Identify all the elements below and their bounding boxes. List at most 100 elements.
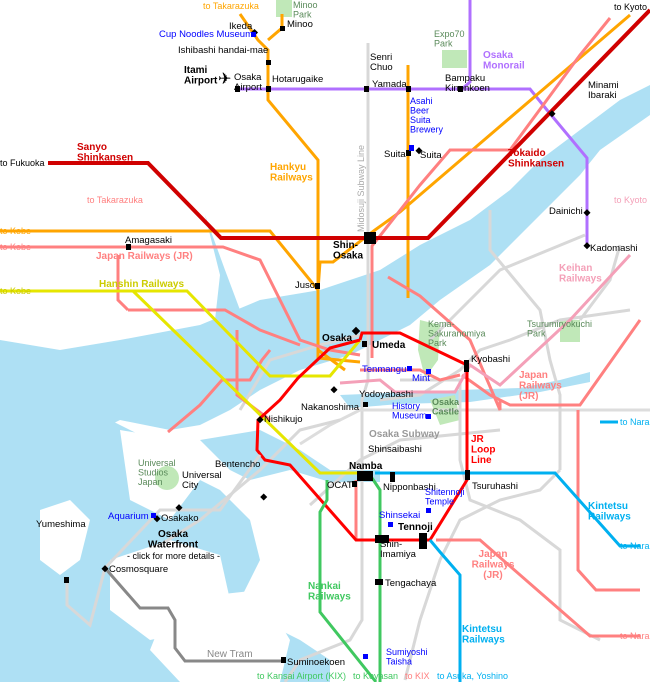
station-label[interactable]: Nishikujo <box>264 414 303 425</box>
dest-label[interactable]: to Kobe <box>0 242 31 252</box>
station-label[interactable]: OCAT <box>327 480 353 491</box>
shinkansen-line[interactable] <box>48 8 650 240</box>
dest-label[interactable]: to Kyoto <box>614 195 647 205</box>
station-label[interactable]: Yumeshima <box>36 519 86 530</box>
attraction-label[interactable]: Shinsekai <box>379 510 420 521</box>
attraction-markers <box>151 32 431 659</box>
dest-label[interactable]: to Nara <box>620 541 650 551</box>
station-label[interactable]: Suminoekoen <box>287 657 345 668</box>
airport-icon: ✈ <box>218 71 231 88</box>
keihan-line[interactable] <box>339 253 632 394</box>
station-label[interactable]: Suita <box>384 149 406 160</box>
monorail-branch[interactable] <box>461 0 472 91</box>
station-label[interactable]: Suita <box>420 150 442 161</box>
station-label[interactable]: Kadomashi <box>590 243 638 254</box>
hanshin-label: Hanshin Railways <box>99 279 184 290</box>
dest-label[interactable]: to Kobe <box>0 286 31 296</box>
dest-label[interactable]: to Asuka, Yoshino <box>437 671 508 681</box>
dest-label[interactable]: to Takarazuka <box>203 1 259 11</box>
station-label[interactable]: Minoo <box>287 19 313 30</box>
dest-label[interactable]: to Kobe <box>0 226 31 236</box>
station-label[interactable]: Tengachaya <box>385 578 437 589</box>
station-label[interactable]: Kyobashi <box>471 354 510 365</box>
station-label[interactable]: Osaka <box>322 333 352 344</box>
namba-marker[interactable] <box>357 471 373 481</box>
station-label[interactable]: Ikeda <box>229 21 253 32</box>
station-label[interactable]: Shin-Imamiya <box>380 539 417 560</box>
station-label[interactable]: Dainichi <box>549 206 583 217</box>
dest-label[interactable]: to Koyasan <box>353 671 398 681</box>
nankai-lines[interactable] <box>318 477 382 682</box>
waterfront-note[interactable]: - click for more details - <box>127 551 220 561</box>
jr-lines[interactable] <box>0 17 642 638</box>
station-label[interactable]: Yodoyabashi <box>359 389 413 400</box>
station-markers <box>64 26 591 663</box>
dest-label[interactable]: to Kyoto <box>614 2 647 12</box>
station-label[interactable]: Ishibashi handai-mae <box>178 45 268 56</box>
dest-label[interactable]: to Fukuoka <box>0 158 45 168</box>
station-label[interactable]: Shin-Osaka <box>333 240 363 262</box>
midosuji-label: Midosuji Subway Line <box>356 145 366 232</box>
jr-loop-line[interactable] <box>255 331 469 542</box>
dest-label[interactable]: to KIX <box>405 671 430 681</box>
station-label[interactable]: Cosmosquare <box>109 564 168 575</box>
attraction-label[interactable]: Cup Noodles Museum <box>159 29 253 40</box>
dest-label[interactable]: to Kansai Airport (KIX) <box>257 671 346 681</box>
station-label[interactable]: Amagasaki <box>125 235 172 246</box>
station-label[interactable]: Shinsaibashi <box>368 444 422 455</box>
new-tram-line[interactable] <box>103 567 283 663</box>
station-label[interactable]: Juso <box>295 280 315 291</box>
dest-label[interactable]: to Nara <box>620 631 650 641</box>
station-label[interactable]: Umeda <box>372 340 406 351</box>
jr-north-label: Japan Railways (JR) <box>96 251 193 262</box>
attraction-label[interactable]: Mint <box>412 373 430 384</box>
station-label[interactable]: Hotarugaike <box>272 74 323 85</box>
station-label[interactable]: Nipponbashi <box>383 482 436 493</box>
dest-label[interactable]: to Nara <box>620 417 650 427</box>
station-label[interactable]: Tennoji <box>398 522 433 533</box>
station-label[interactable]: Nakanoshima <box>301 402 360 413</box>
dest-label[interactable]: to Takarazuka <box>87 195 143 205</box>
monorail-line[interactable] <box>237 87 589 245</box>
hanshin-lines[interactable] <box>0 289 362 475</box>
station-label[interactable]: Namba <box>349 461 383 472</box>
attraction-label[interactable]: Aquarium <box>108 511 149 522</box>
station-label[interactable]: Osakako <box>161 513 199 524</box>
station-label[interactable]: Tsuruhashi <box>472 481 518 492</box>
new-tram-label: New Tram <box>207 649 253 660</box>
station-label[interactable]: Yamada <box>372 79 407 90</box>
station-label[interactable]: Bentencho <box>215 459 260 470</box>
attraction-label[interactable]: Tenmangu <box>362 364 406 375</box>
